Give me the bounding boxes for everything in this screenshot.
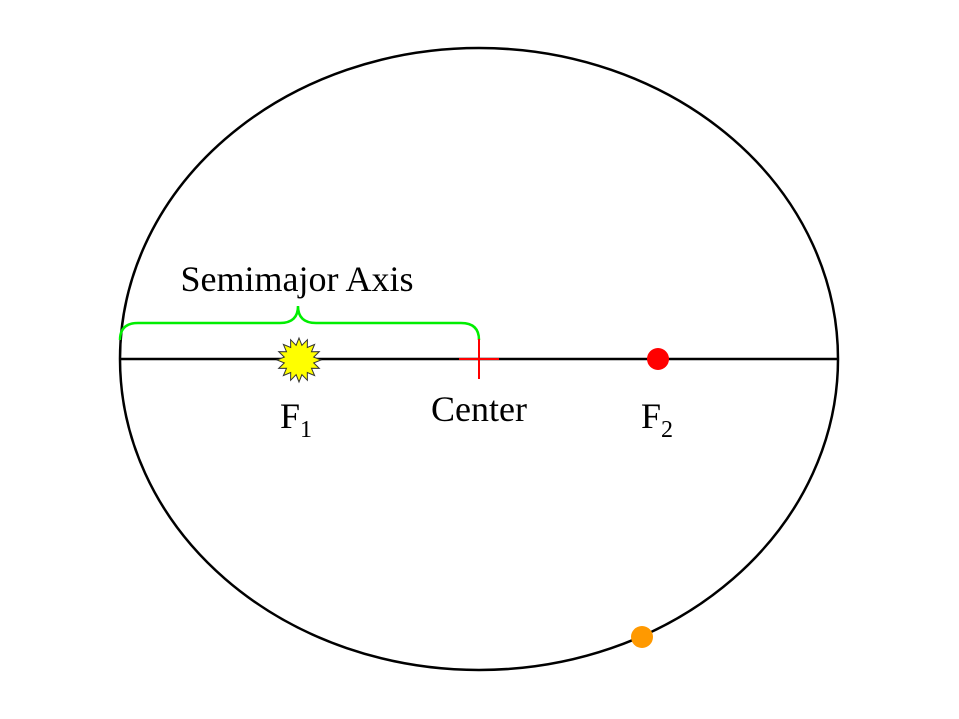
focus2-label: F2: [641, 396, 673, 443]
center-label: Center: [431, 389, 527, 429]
planet-dot-icon: [631, 626, 653, 648]
semimajor-axis-brace: [118, 305, 481, 341]
focus2-letter: F: [641, 396, 661, 436]
focus2-dot-icon: [647, 348, 669, 370]
center-cross-icon: [459, 339, 499, 379]
focus2-subscript: 2: [661, 417, 673, 443]
focus1-label: F1: [280, 396, 312, 443]
semimajor-axis-label: Semimajor Axis: [181, 259, 414, 299]
focus1-letter: F: [280, 396, 300, 436]
focus1-subscript: 1: [300, 417, 312, 443]
sun-icon: [275, 336, 323, 384]
